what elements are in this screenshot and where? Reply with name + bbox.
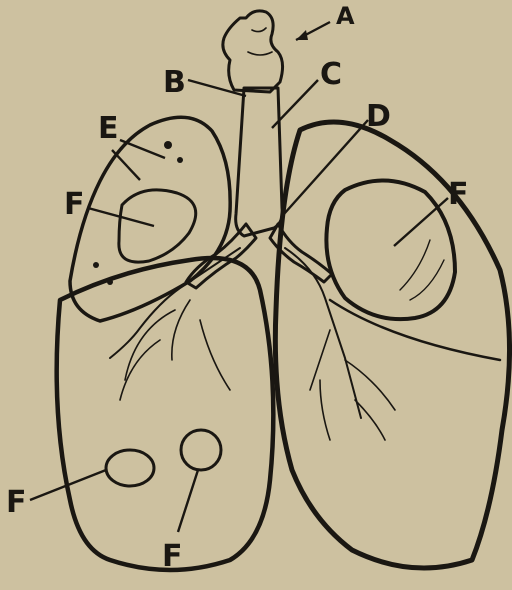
left-lung-upper-lobe	[70, 117, 230, 321]
label-b: B	[163, 65, 186, 100]
right-lung-body	[275, 122, 509, 568]
label-e: E	[98, 111, 119, 146]
right-lung	[275, 122, 509, 568]
label-a: A	[336, 2, 355, 30]
label-f-lower-left: F	[6, 485, 27, 520]
trachea	[236, 88, 283, 236]
label-f-upper-left: F	[64, 187, 85, 222]
left-lower-cavity-a	[106, 450, 154, 486]
label-f-upper-right: F	[448, 177, 469, 212]
label-f-lower-center: F	[162, 539, 183, 574]
right-upper-cavity	[326, 180, 455, 319]
letter-labels: A B C D E F F F F	[6, 2, 469, 574]
label-c: C	[320, 57, 342, 92]
left-upper-cavity	[119, 190, 196, 262]
larynx	[223, 11, 283, 92]
left-lung-lower-lobe	[57, 258, 274, 570]
left-lung	[57, 117, 274, 570]
left-lower-cavity-b	[181, 430, 221, 470]
label-d: D	[366, 99, 391, 134]
